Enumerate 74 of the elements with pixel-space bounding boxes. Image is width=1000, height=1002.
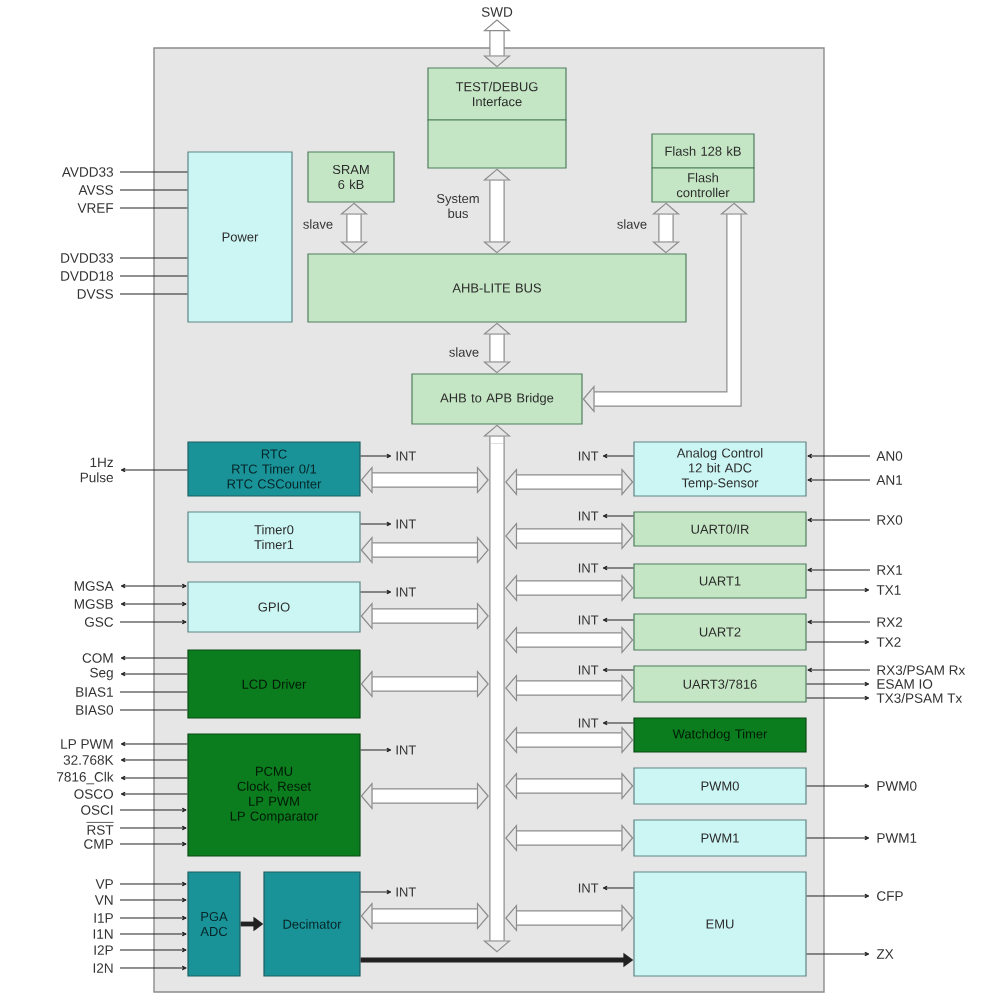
connector-line — [119, 207, 188, 209]
bus-arrow — [505, 823, 634, 853]
bus-arrow — [360, 669, 489, 699]
arrow — [119, 915, 187, 921]
bus-arrow — [505, 771, 634, 801]
bus-arrow — [505, 467, 634, 497]
arrow — [360, 589, 392, 595]
connector-line — [119, 691, 188, 693]
bus-arrow — [482, 168, 512, 254]
arrow — [602, 565, 634, 571]
arrow — [806, 639, 870, 645]
arrow — [360, 747, 392, 753]
arrow — [120, 741, 188, 747]
arrow — [120, 583, 187, 589]
arrow — [360, 453, 392, 459]
arrow — [120, 757, 188, 763]
connector-line — [119, 709, 188, 711]
arrow — [807, 517, 871, 523]
arrow — [602, 453, 634, 459]
bus-arrow — [339, 202, 369, 254]
bus-arrow — [505, 625, 634, 655]
bus-arrow — [505, 725, 634, 755]
arrow — [120, 601, 187, 607]
arrow — [602, 513, 634, 519]
arrow — [807, 567, 871, 573]
arrow — [120, 775, 188, 781]
arrow — [120, 671, 188, 677]
arrow — [806, 681, 870, 687]
arrow — [119, 825, 187, 831]
arrow — [119, 881, 187, 887]
arrow — [119, 965, 187, 971]
connector-line — [119, 189, 188, 191]
arrow — [806, 893, 870, 899]
bus-arrow — [360, 601, 489, 631]
arrow — [806, 835, 870, 841]
bus-arrow — [360, 465, 489, 495]
arrow — [807, 477, 871, 483]
bus-arrow — [360, 901, 489, 931]
arrow — [119, 931, 187, 937]
arrow — [806, 783, 870, 789]
arrow — [806, 695, 870, 701]
arrow — [120, 791, 188, 797]
connector-line — [119, 257, 188, 259]
arrow — [119, 947, 187, 953]
bus-arrow — [505, 673, 634, 703]
bus-arrow — [360, 535, 489, 565]
arrow — [807, 453, 871, 459]
connector-line — [119, 171, 188, 173]
arrow — [602, 617, 634, 623]
arrow — [806, 587, 870, 593]
arrow — [807, 619, 871, 625]
arrow — [806, 951, 870, 957]
connector-line — [119, 293, 188, 295]
bus-arrow — [505, 573, 634, 603]
bus-arrow — [651, 202, 681, 254]
bus-arrow — [482, 322, 512, 374]
arrow — [120, 467, 188, 473]
bus-arrow — [505, 903, 634, 933]
arrow — [120, 655, 188, 661]
bus-arrow — [482, 19, 512, 68]
bus-arrow — [505, 521, 634, 551]
bus-arrow — [360, 781, 489, 811]
arrow — [119, 619, 187, 625]
arrow — [119, 807, 187, 813]
module-box — [427, 119, 567, 169]
arrow — [807, 667, 871, 673]
arrow — [602, 667, 634, 673]
arrow — [119, 897, 187, 903]
arrow — [360, 521, 392, 527]
arrow — [119, 841, 187, 847]
arrow — [360, 889, 392, 895]
connector-line — [119, 275, 188, 277]
arrow — [602, 720, 634, 726]
arrow — [602, 885, 634, 891]
